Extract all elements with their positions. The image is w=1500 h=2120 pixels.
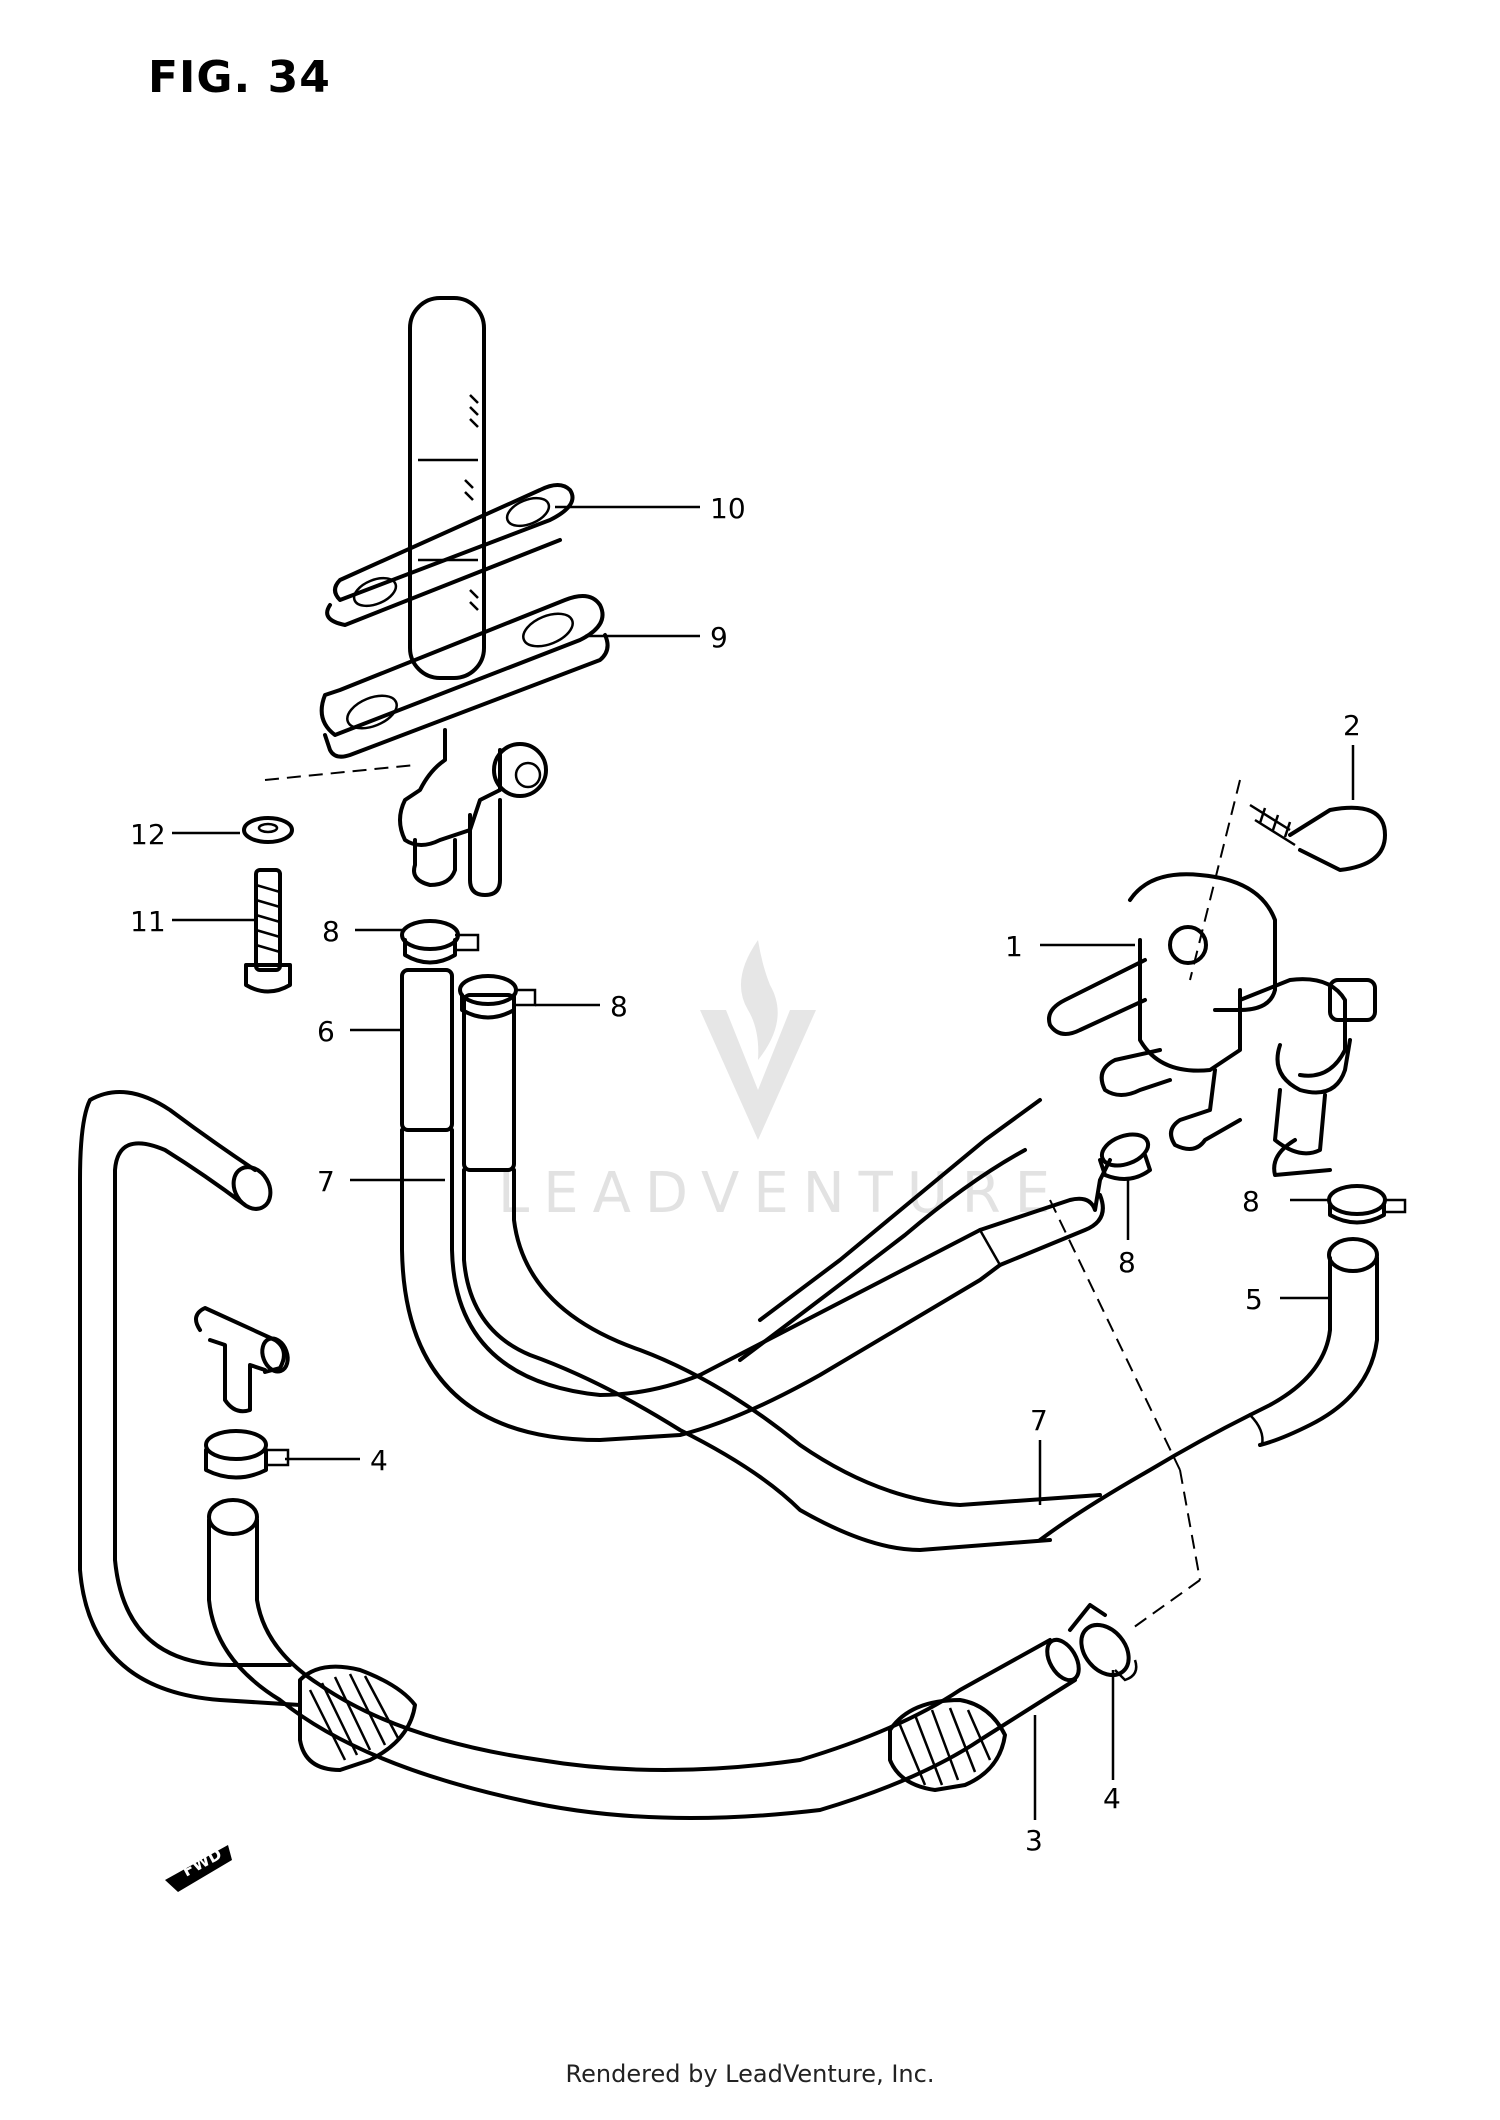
part-12-washer [242,816,294,844]
part-4-clamp-left [204,1429,290,1480]
part-4-clamp-right [1068,1603,1138,1682]
callout-8b: 8 [610,990,628,1023]
callout-1: 1 [1005,930,1023,963]
clamp-8b [458,974,537,1020]
callout-8a: 8 [322,915,340,948]
clamp-8d [1327,1184,1407,1225]
watermark-text: LEADVENTURE [498,1161,1064,1226]
part-3-hose [207,1498,1081,1820]
callout-2: 2 [1343,709,1361,742]
callout-6: 6 [317,1015,335,1048]
clamp-8c [1098,1132,1152,1181]
left-return-hose [78,1090,302,1707]
part-1-fuel-pump [1047,872,1377,1177]
part-11-bolt [244,868,292,994]
clamp-8a [400,919,480,965]
part-5-hose [1038,1237,1379,1542]
leader-lines [172,505,1355,1820]
callout-9: 9 [710,621,728,654]
callout-labels: 10 9 2 12 11 8 1 8 6 7 8 8 5 7 4 4 3 [130,492,1361,1857]
part-9-valve-base [264,594,610,897]
t-joint [194,1306,290,1414]
callout-11: 11 [130,905,166,938]
watermark: LEADVENTURE [498,940,1064,1226]
callout-10: 10 [710,492,746,525]
callout-4b: 4 [1103,1782,1121,1815]
callout-12: 12 [130,818,166,851]
fwd-arrow-icon [165,1845,232,1892]
figure-title: FIG. 34 [148,52,331,103]
part-6-7-hoses [400,968,1102,1552]
callout-5: 5 [1245,1283,1263,1316]
part-10-lever [325,296,575,680]
part-2-bolt [1189,779,1387,981]
callout-4a: 4 [370,1444,388,1477]
watermark-v-icon [700,1010,816,1140]
callout-3: 3 [1025,1824,1043,1857]
callout-7b: 7 [1030,1404,1048,1437]
pump-outlet-hoses [738,1098,1201,1631]
callout-8d: 8 [1242,1185,1260,1218]
callout-8c: 8 [1118,1246,1136,1279]
watermark-flame-icon [740,940,778,1060]
callout-7a: 7 [317,1165,335,1198]
part-8-clamps [400,919,1407,1225]
footer-credit: Rendered by LeadVenture, Inc. [565,2060,935,2088]
fwd-marker: FWD [165,1844,232,1892]
